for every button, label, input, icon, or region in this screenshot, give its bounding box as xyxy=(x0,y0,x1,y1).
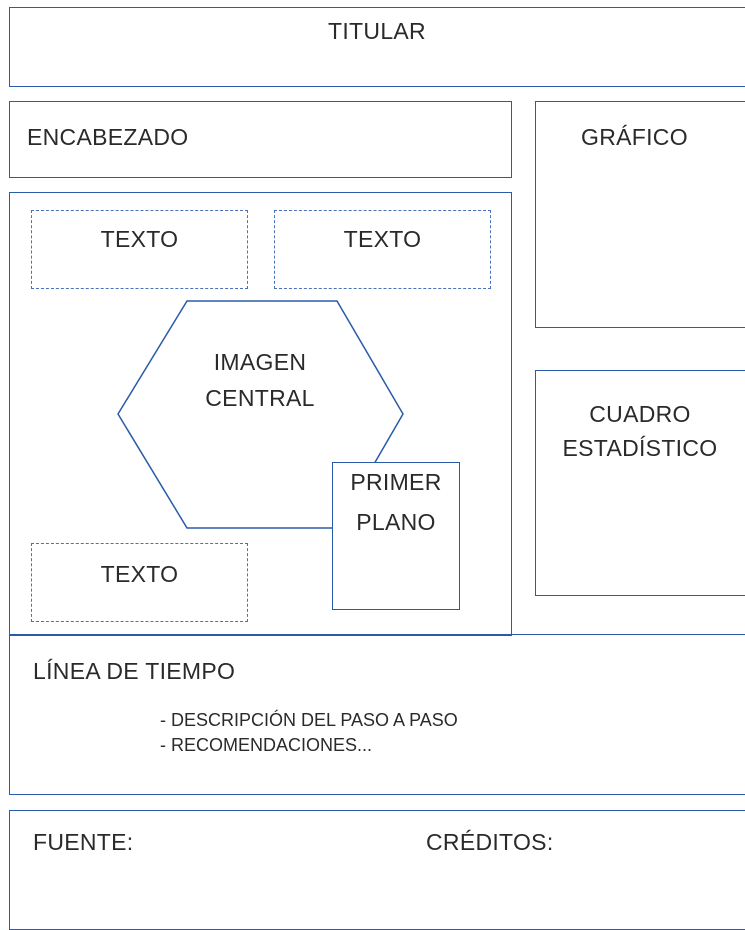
imagen-central-line-1: IMAGEN xyxy=(213,349,307,375)
imagen-central-line-2: CENTRAL xyxy=(205,385,315,411)
primer-plano-line-1: PRIMER xyxy=(350,469,442,495)
texto-label-top-right: TEXTO xyxy=(343,226,422,252)
cuadro-estadistico-box xyxy=(535,370,745,596)
cuadro-estadistico-line-1: CUADRO xyxy=(589,401,691,427)
texto-box-top-left xyxy=(31,210,248,289)
creditos-label: CRÉDITOS: xyxy=(426,829,554,855)
linea-de-tiempo-box xyxy=(9,634,745,795)
infographic-layout-diagram: TITULAR ENCABEZADO GRÁFICO CUADRO ESTADÍ… xyxy=(9,7,745,930)
encabezado-box xyxy=(9,101,512,178)
central-panel-box xyxy=(9,192,512,636)
texto-box-top-right xyxy=(274,210,491,289)
encabezado-label: ENCABEZADO xyxy=(27,124,189,150)
texto-box-bottom-left xyxy=(31,543,248,622)
grafico-box xyxy=(535,101,745,328)
linea-de-tiempo-item-2: - RECOMENDACIONES... xyxy=(160,735,373,755)
titular-label: TITULAR xyxy=(328,18,426,44)
primer-plano-box xyxy=(332,462,460,610)
titular-box xyxy=(9,7,745,87)
texto-label-top-left: TEXTO xyxy=(100,226,179,252)
primer-plano-line-2: PLANO xyxy=(356,509,436,535)
grafico-label: GRÁFICO xyxy=(581,124,688,150)
texto-label-bottom-left: TEXTO xyxy=(100,561,179,587)
cuadro-estadistico-line-2: ESTADÍSTICO xyxy=(562,435,718,461)
linea-de-tiempo-label: LÍNEA DE TIEMPO xyxy=(33,658,236,684)
linea-de-tiempo-item-1: - DESCRIPCIÓN DEL PASO A PASO xyxy=(160,710,458,730)
fuente-label: FUENTE: xyxy=(33,829,134,855)
